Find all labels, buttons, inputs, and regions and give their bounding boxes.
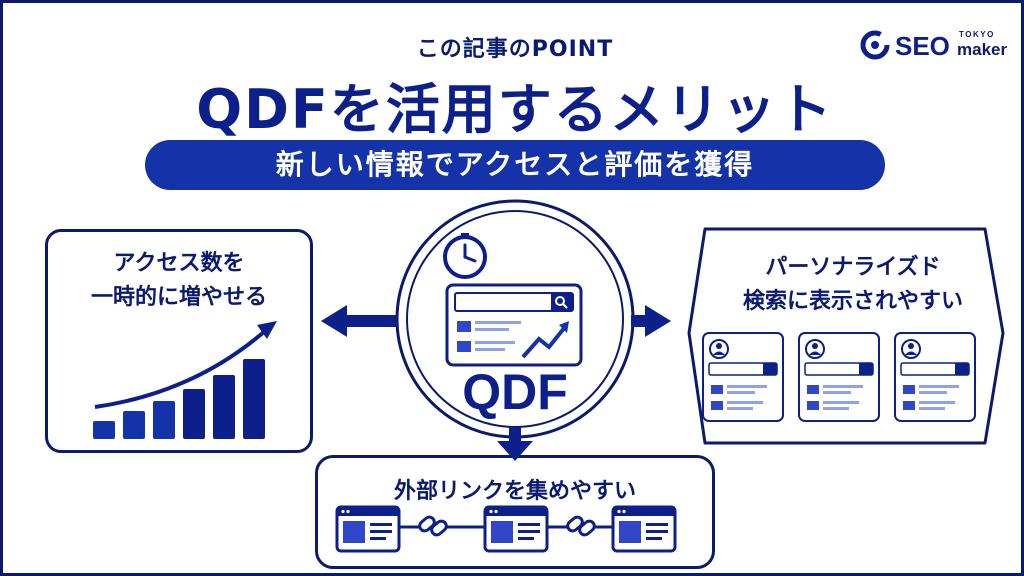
left-panel — [45, 229, 313, 453]
growth-bar — [93, 421, 115, 439]
growth-arrowhead-icon — [257, 321, 277, 339]
arrow-down-icon — [497, 427, 533, 461]
arrow-right-icon — [631, 305, 671, 337]
right-title-line1: パーソナライズド — [765, 255, 941, 280]
clock-icon — [443, 233, 487, 279]
webpage-icon — [335, 505, 401, 553]
logo-tokyo: TOKYO — [959, 30, 995, 39]
growth-bar — [243, 359, 265, 439]
seo-maker-logo: SEO TOKYO maker — [859, 25, 1009, 65]
graphics-layer — [93, 199, 976, 553]
profile-card — [798, 332, 880, 422]
left-title-line1: アクセス数を — [113, 251, 245, 276]
search-icon — [763, 363, 777, 375]
right-title-line2: 検索に表示されやすい — [742, 289, 963, 314]
logo-maker: maker — [957, 40, 1008, 59]
subtitle-banner: 新しい情報でアクセスと評価を獲得 — [145, 140, 885, 190]
qdf-label: QDF — [462, 364, 568, 420]
profile-card — [702, 332, 784, 422]
chain-link-icon — [418, 515, 448, 537]
search-icon — [555, 296, 568, 309]
main-title: QDFを活用するメリット — [196, 78, 834, 141]
linked-pages — [335, 505, 677, 553]
logo-text: SEO — [895, 31, 950, 61]
growth-bar — [183, 389, 205, 439]
webpage-icon — [483, 505, 549, 553]
point-label: この記事のPOINT — [416, 37, 614, 62]
growth-curve — [94, 329, 267, 409]
growth-bar — [213, 375, 235, 439]
left-title-line2: 一時的に増やせる — [90, 285, 267, 310]
growth-bar-chart — [93, 359, 265, 439]
bottom-panel-title: 外部リンクを集めやすい — [393, 479, 636, 504]
trend-up-icon — [521, 325, 567, 359]
left-panel-title: アクセス数を 一時的に増やせる — [59, 247, 299, 315]
growth-bar — [123, 411, 145, 439]
chain-link-icon — [566, 515, 596, 537]
webpage-icon — [611, 505, 677, 553]
growth-bar — [153, 401, 175, 439]
profile-search-cards — [702, 332, 976, 422]
search-icon — [859, 363, 873, 375]
search-icon — [955, 363, 969, 375]
search-window-icon — [445, 283, 583, 367]
profile-card — [894, 332, 976, 422]
arrow-left-icon — [321, 305, 397, 337]
logo-mark-icon — [860, 30, 890, 60]
right-panel-title: パーソナライズド 検索に表示されやすい — [703, 251, 1003, 319]
